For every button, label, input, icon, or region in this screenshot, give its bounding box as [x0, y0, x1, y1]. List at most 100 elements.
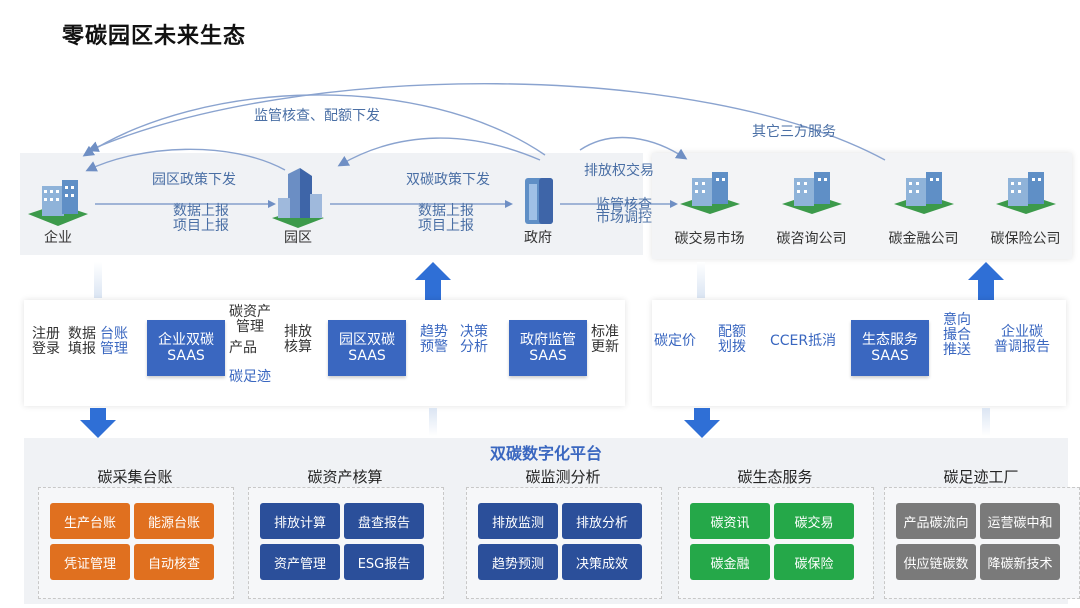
- saas-ecology[interactable]: 生态服务 SAAS: [851, 320, 929, 376]
- mid-report: 企业碳 普调报告: [994, 325, 1050, 355]
- module-chip[interactable]: 碳资讯: [690, 503, 770, 539]
- arrow-up-icon: [968, 262, 1004, 300]
- module-chip[interactable]: 运营碳中和: [980, 503, 1060, 539]
- connector-line: [982, 408, 990, 436]
- label-dual-policy: 双碳政策下发: [406, 172, 490, 188]
- saas-label: SAAS: [871, 348, 909, 364]
- arc-supervision: [82, 94, 546, 157]
- module-title: 碳足迹工厂: [943, 468, 1019, 486]
- module-chip[interactable]: 盘查报告: [344, 503, 424, 539]
- text-line: 标准: [591, 324, 619, 340]
- mid-matching: 意向 撮合 推送: [943, 313, 971, 358]
- module-chip[interactable]: 供应链碳数: [896, 544, 976, 580]
- node-label: 碳交易市场: [674, 231, 745, 247]
- module-chip[interactable]: 自动核查: [134, 544, 214, 580]
- module-chip[interactable]: 降碳新技术: [980, 544, 1060, 580]
- saas-park[interactable]: 园区双碳 SAAS: [328, 320, 406, 376]
- label-project-report-2: 项目上报: [418, 218, 474, 234]
- saas-label: 政府监管: [520, 332, 576, 348]
- mid-decision: 决策 分析: [460, 325, 488, 355]
- node-carbon-insurance: 碳保险公司: [978, 168, 1073, 247]
- arc-label-third-party: 其它三方服务: [752, 124, 836, 140]
- module-chip[interactable]: 能源台账: [134, 503, 214, 539]
- saas-label: 园区双碳: [339, 332, 395, 348]
- module-title: 碳监测分析: [525, 468, 601, 486]
- platform-title: 双碳数字化平台: [489, 444, 602, 463]
- label-supervision-1: 监管核查: [596, 197, 652, 213]
- module-chip[interactable]: 排放监测: [478, 503, 558, 539]
- connector-line: [94, 262, 102, 298]
- text-line: 推送: [943, 342, 971, 358]
- module-chip[interactable]: 生产台账: [50, 503, 130, 539]
- label-park-policy: 园区政策下发: [152, 172, 236, 188]
- module-title: 碳资产核算: [307, 468, 383, 486]
- connector-line: [697, 262, 705, 298]
- node-label: 碳金融公司: [888, 231, 959, 247]
- building-icon: [781, 172, 842, 214]
- government-icon: [525, 178, 553, 224]
- module-chip[interactable]: 趋势预测: [478, 544, 558, 580]
- saas-enterprise[interactable]: 企业双碳 SAAS: [147, 320, 225, 376]
- node-label: 碳保险公司: [990, 231, 1061, 247]
- module-chip[interactable]: 碳金融: [690, 544, 770, 580]
- mid-carbon-asset: 碳资产 管理: [229, 305, 271, 335]
- saas-government[interactable]: 政府监管 SAAS: [509, 320, 587, 376]
- building-icon: [679, 172, 740, 214]
- label-data-report-2: 数据上报: [418, 203, 474, 219]
- text-line: 碳资产: [229, 304, 271, 320]
- arc-third-party: [87, 83, 886, 161]
- node-label: 碳咨询公司: [776, 231, 847, 247]
- mid-register: 注册 登录: [32, 327, 60, 357]
- arc-gov-park: [337, 137, 541, 167]
- mid-footprint: 碳足迹: [229, 369, 271, 385]
- third-party-nodes: 碳交易市场 碳咨询公司 碳金融公司 碳保险公司: [652, 168, 1072, 258]
- module-chip[interactable]: 决策成效: [562, 544, 642, 580]
- text-line: 预警: [420, 339, 448, 355]
- mid-ccer: CCER抵消: [770, 333, 837, 349]
- node-park-label: 园区: [284, 230, 312, 246]
- label-emission-trade: 排放权交易: [584, 163, 654, 179]
- arrow-up-icon: [415, 262, 451, 300]
- saas-label: 企业双碳: [158, 332, 214, 348]
- module-chip[interactable]: 凭证管理: [50, 544, 130, 580]
- mid-product: 产品: [229, 340, 257, 356]
- node-enterprise-label: 企业: [44, 230, 72, 246]
- arc-label-supervision: 监管核查、配额下发: [254, 108, 380, 124]
- module-chip[interactable]: ESG报告: [344, 544, 424, 580]
- label-project-report-1: 项目上报: [173, 218, 229, 234]
- label-supervision-2: 市场调控: [596, 210, 652, 226]
- node-government-label: 政府: [524, 230, 552, 246]
- module-chip[interactable]: 排放计算: [260, 503, 340, 539]
- mid-quota: 配额 划拨: [718, 325, 746, 355]
- module-chip[interactable]: 碳交易: [774, 503, 854, 539]
- arrow-down-icon: [80, 408, 116, 438]
- arc-park-ent: [85, 148, 286, 172]
- text-line: 注册: [32, 326, 60, 342]
- arrow-down-icon: [684, 408, 720, 438]
- mid-trend: 趋势 预警: [420, 325, 448, 355]
- text-line: 管理: [236, 319, 264, 335]
- text-line: 撮合: [943, 327, 971, 343]
- text-line: 趋势: [420, 324, 448, 340]
- text-line: 分析: [460, 339, 488, 355]
- text-line: 企业碳: [1001, 324, 1043, 340]
- module-chip[interactable]: 资产管理: [260, 544, 340, 580]
- module-title: 碳采集台账: [97, 468, 173, 486]
- page-title: 零碳园区未来生态: [62, 24, 247, 49]
- park-icon: [272, 168, 324, 228]
- text-line: 更新: [591, 339, 619, 355]
- node-carbon-market: 碳交易市场: [662, 168, 757, 247]
- text-line: 排放: [284, 324, 312, 340]
- module-chip[interactable]: 排放分析: [562, 503, 642, 539]
- saas-label: SAAS: [167, 348, 205, 364]
- mid-emission-calc: 排放 核算: [284, 325, 312, 355]
- module-title: 碳生态服务: [737, 468, 813, 486]
- text-line: 管理: [100, 341, 128, 357]
- module-chip[interactable]: 碳保险: [774, 544, 854, 580]
- label-data-report-1: 数据上报: [173, 203, 229, 219]
- text-line: 普调报告: [994, 339, 1050, 355]
- text-line: 决策: [460, 324, 488, 340]
- saas-label: 生态服务: [862, 332, 918, 348]
- text-line: 核算: [284, 339, 312, 355]
- module-chip[interactable]: 产品碳流向: [896, 503, 976, 539]
